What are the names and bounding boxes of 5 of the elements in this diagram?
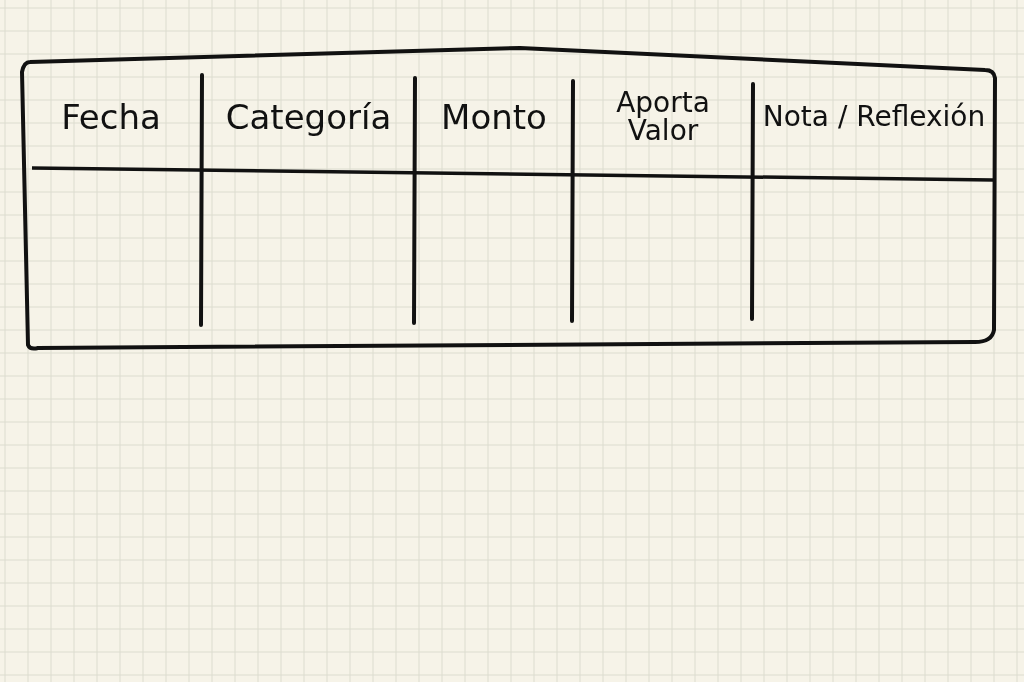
column-header: Monto xyxy=(440,96,548,139)
column-header: Fecha xyxy=(60,96,162,139)
column-header: Nota / Reflexión xyxy=(761,99,987,135)
column-header: Aporta Valor xyxy=(615,85,711,149)
column-header: Categoría xyxy=(224,96,393,139)
